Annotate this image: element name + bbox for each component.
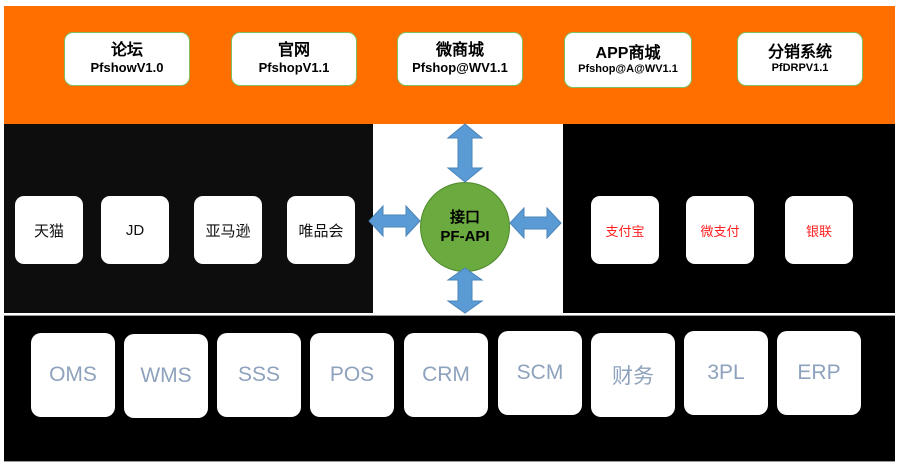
channel-version: Pfshop@A@WV1.1 xyxy=(578,62,678,75)
channel-box-distribution: 分销系统 PfDRPV1.1 xyxy=(737,32,863,86)
marketplace-tmall: 天猫 xyxy=(15,196,83,264)
channel-title: 官网 xyxy=(277,42,310,59)
channel-version: PfshowV1.0 xyxy=(90,60,164,75)
marketplace-vipshop: 唯品会 xyxy=(287,196,355,264)
system-erp: ERP xyxy=(777,331,861,415)
payment-alipay: 支付宝 xyxy=(591,196,659,264)
channel-title: 论坛 xyxy=(110,42,143,59)
system-oms: OMS xyxy=(31,333,115,417)
channel-box-forum: 论坛 PfshowV1.0 xyxy=(64,32,190,86)
system-3pl: 3PL xyxy=(684,331,768,415)
up-down-arrow-icon-top xyxy=(446,123,484,183)
left-right-arrow-icon-right xyxy=(509,206,562,240)
system-wms: WMS xyxy=(124,334,208,418)
marketplace-jd: JD xyxy=(101,196,169,264)
channel-version: PfshopV1.1 xyxy=(258,60,330,75)
channel-title: APP商城 xyxy=(595,44,661,62)
system-sss: SSS xyxy=(217,333,301,417)
payment-unionpay: 银联 xyxy=(785,196,853,264)
api-title: 接口 xyxy=(449,209,480,226)
system-finance: 财务 xyxy=(591,333,675,417)
channel-title: 分销系统 xyxy=(767,43,832,61)
channel-version: Pfshop@WV1.1 xyxy=(412,60,508,75)
channel-title: 微商城 xyxy=(435,42,484,59)
api-hub-circle: 接口 PF-API xyxy=(420,182,510,272)
channel-box-app-mall: APP商城 Pfshop@A@WV1.1 xyxy=(564,32,692,88)
left-right-arrow-icon-left xyxy=(368,204,421,238)
channel-box-micro-mall: 微商城 Pfshop@WV1.1 xyxy=(397,32,523,86)
system-scm: SCM xyxy=(498,331,582,415)
channel-version: PfDRPV1.1 xyxy=(771,61,829,74)
marketplace-amazon: 亚马逊 xyxy=(194,196,262,264)
payment-wechat-pay: 微支付 xyxy=(686,196,754,264)
up-down-arrow-icon-bottom xyxy=(446,267,484,314)
system-pos: POS xyxy=(310,333,394,417)
channel-box-website: 官网 PfshopV1.1 xyxy=(231,32,357,86)
system-crm: CRM xyxy=(404,333,488,417)
api-subtitle: PF-API xyxy=(440,228,490,245)
